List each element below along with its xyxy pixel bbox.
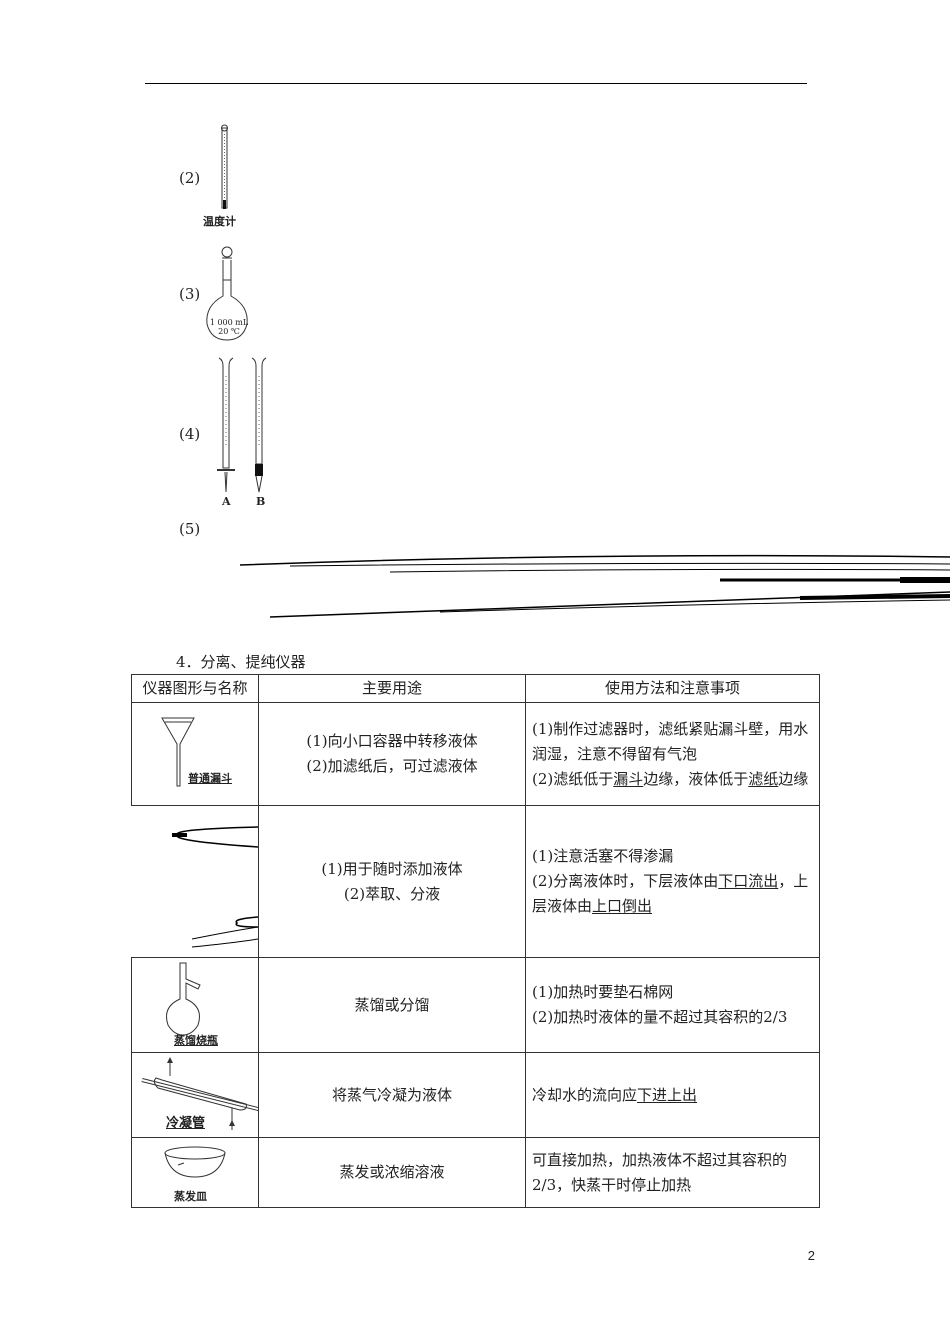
thermometer-caption: 温度计 xyxy=(203,215,236,228)
evaporating-dish-caption: 蒸发皿 xyxy=(174,1190,207,1203)
note-line: (1)注意活塞不得渗漏 xyxy=(532,847,674,865)
distillation-flask-image xyxy=(166,962,201,1036)
table-row: 冷凝管 将蒸气冷凝为液体 冷却水的流向应下进上出 xyxy=(131,1052,820,1138)
use-cell: (1)向小口容器中转移液体 (2)加滤纸后，可过滤液体 xyxy=(258,702,526,806)
burettes-image xyxy=(217,357,267,493)
table-row: 普通漏斗 (1)向小口容器中转移液体 (2)加滤纸后，可过滤液体 (1)制作过滤… xyxy=(131,702,820,806)
note-text: 边缘，液体低于 xyxy=(643,769,749,788)
header-notes: 使用方法和注意事项 xyxy=(525,674,820,703)
note-text: ，上层液体由 xyxy=(532,872,809,915)
item-2-number: (2) xyxy=(179,169,201,187)
note-line: (1)加热时要垫石棉网 xyxy=(532,983,674,1001)
notes-cell: (1)注意活塞不得渗漏 (2)分离液体时，下层液体由下口流出，上层液体由上口倒出 xyxy=(525,805,820,958)
note-text: (2)分离液体时，下层液体由 xyxy=(532,872,719,890)
item-4-number: (4) xyxy=(179,425,201,443)
condenser-cell: 冷凝管 xyxy=(131,1052,259,1138)
burette-a-label: A xyxy=(222,495,231,508)
distillation-flask-caption: 蒸馏烧瓶 xyxy=(174,1034,218,1047)
condenser-caption: 冷凝管 xyxy=(166,1116,206,1131)
note-text: 边缘 xyxy=(778,769,809,788)
section-title: 4．分离、提纯仪器 xyxy=(176,653,306,671)
note-line: (1)制作过滤器时，滤纸紧贴漏斗壁，用水润湿，注意不得留有气泡 xyxy=(532,719,809,763)
funnel-caption: 普通漏斗 xyxy=(188,772,232,785)
evaporating-dish-cell: 蒸发皿 xyxy=(131,1137,259,1208)
note-text: (2)滤纸低于 xyxy=(532,769,614,788)
note-underlined: 下口流出 xyxy=(718,872,779,890)
item-3-number: (3) xyxy=(179,285,201,303)
use-cell: 蒸发或浓缩溶液 xyxy=(258,1137,526,1208)
header-rule xyxy=(145,83,807,84)
table-row: 蒸馏烧瓶 蒸馏或分馏 (1)加热时要垫石棉网 (2)加热时液体的量不超过其容积的… xyxy=(131,957,820,1053)
table-header-row: 仪器图形与名称 主要用途 使用方法和注意事项 xyxy=(131,674,820,703)
page-number: 2 xyxy=(807,1248,815,1263)
use-line: (1)向小口容器中转移液体 xyxy=(306,732,478,750)
note-text: 冷却水的流向应 xyxy=(532,1085,638,1104)
use-cell: 将蒸气冷凝为液体 xyxy=(258,1052,526,1138)
thermometer-image xyxy=(221,124,228,209)
use-cell: (1)用于随时添加液体 (2)萃取、分液 xyxy=(258,805,526,958)
distorted-image-artifact xyxy=(239,554,950,618)
notes-cell: (1)制作过滤器时，滤纸紧贴漏斗壁，用水润湿，注意不得留有气泡 (2)滤纸低于漏… xyxy=(525,702,820,806)
flask-label-temp: 20 ℃ xyxy=(218,327,240,336)
separation-instruments-table: 仪器图形与名称 主要用途 使用方法和注意事项 普通漏斗 (1)向小口容器中转移液… xyxy=(131,674,820,1208)
condenser-image xyxy=(141,1057,258,1130)
separatory-funnel-cell xyxy=(131,805,259,958)
note-underlined: 下进上出 xyxy=(637,1085,698,1104)
separatory-funnel-image-distorted xyxy=(172,825,258,947)
funnel-image xyxy=(161,717,195,787)
note-underlined: 漏斗 xyxy=(613,769,644,788)
volumetric-flask-image xyxy=(206,246,248,341)
note-underlined: 滤纸 xyxy=(748,769,779,788)
table-row: (1)用于随时添加液体 (2)萃取、分液 (1)注意活塞不得渗漏 (2)分离液体… xyxy=(131,805,820,958)
use-line: (1)用于随时添加液体 xyxy=(321,859,463,878)
notes-cell: 冷却水的流向应下进上出 xyxy=(525,1052,820,1138)
evaporating-dish-image xyxy=(164,1146,226,1178)
use-line: (2)加滤纸后，可过滤液体 xyxy=(306,757,478,775)
header-instrument: 仪器图形与名称 xyxy=(131,674,259,703)
item-5-number: (5) xyxy=(179,520,201,538)
flask-label-volume: 1 000 mL xyxy=(209,318,249,327)
notes-cell: 可直接加热，加热液体不超过其容积的2/3，快蒸干时停止加热 xyxy=(525,1137,820,1208)
burette-b-label: B xyxy=(256,495,266,508)
use-line: (2)萃取、分液 xyxy=(343,884,441,903)
note-line: (2)加热时液体的量不超过其容积的2/3 xyxy=(532,1008,788,1026)
header-use: 主要用途 xyxy=(258,674,526,703)
funnel-cell: 普通漏斗 xyxy=(131,702,259,806)
use-cell: 蒸馏或分馏 xyxy=(258,957,526,1053)
note-underlined: 上口倒出 xyxy=(592,897,653,915)
table-row: 蒸发皿 蒸发或浓缩溶液 可直接加热，加热液体不超过其容积的2/3，快蒸干时停止加… xyxy=(131,1137,820,1208)
notes-cell: (1)加热时要垫石棉网 (2)加热时液体的量不超过其容积的2/3 xyxy=(525,957,820,1053)
distillation-flask-cell: 蒸馏烧瓶 xyxy=(131,957,259,1053)
